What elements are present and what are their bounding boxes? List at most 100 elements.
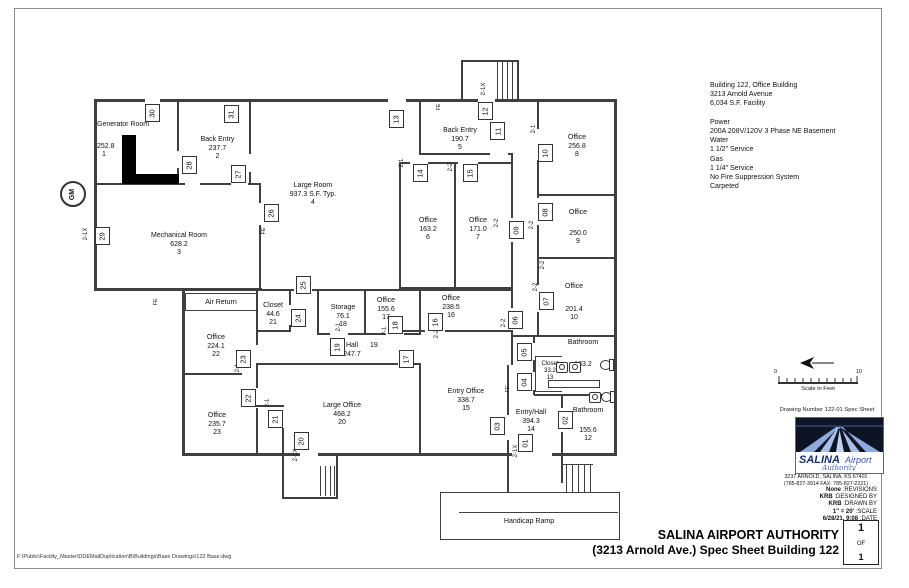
room-name: Generator Room bbox=[97, 121, 150, 128]
revisions-block: None :REVISIONS KRB :DESIGNED BY KRB :DR… bbox=[730, 487, 877, 523]
revision-row: None :REVISIONS bbox=[730, 487, 877, 494]
room-number: 18 bbox=[339, 321, 347, 328]
room-number: 1 bbox=[102, 151, 106, 158]
room-name: Bathroom bbox=[572, 407, 604, 414]
stair-line bbox=[562, 464, 593, 465]
room-area: 338.7 bbox=[457, 396, 475, 404]
door-tag-03: 03 bbox=[490, 417, 505, 435]
door-tag-14: 14 bbox=[413, 164, 428, 182]
door-tag-22: 22 bbox=[241, 389, 256, 407]
wall bbox=[94, 288, 262, 291]
room-area: 155.6 bbox=[377, 305, 395, 313]
room-number: 6 bbox=[426, 234, 430, 241]
stair-line bbox=[497, 62, 498, 100]
scale-zero-label: 0 bbox=[774, 369, 778, 375]
wall bbox=[419, 153, 490, 155]
wall bbox=[537, 160, 539, 198]
stair-line bbox=[330, 466, 331, 496]
wall bbox=[419, 363, 421, 455]
room-name: Entry Office bbox=[447, 388, 485, 395]
wall bbox=[507, 365, 509, 415]
revision-value: None bbox=[825, 487, 841, 493]
stair-line bbox=[566, 464, 567, 495]
sink-icon bbox=[556, 362, 568, 373]
revision-row: 1" = 20' :SCALE bbox=[730, 509, 877, 516]
wall bbox=[533, 335, 535, 343]
room-name: Back Entry bbox=[443, 127, 477, 134]
door-tag-number: 02 bbox=[561, 415, 570, 425]
room-area: 937.3 S.F. Typ. bbox=[289, 190, 337, 198]
room-label-storage-18: Storage 76.1 18 bbox=[321, 304, 365, 330]
wall bbox=[399, 287, 513, 289]
door-tag-number: 15 bbox=[466, 168, 475, 178]
room-name: Back Entry bbox=[200, 136, 235, 143]
revision-label: :DRAWN BY bbox=[841, 501, 877, 508]
door-tag-24: 24 bbox=[291, 309, 306, 327]
wall bbox=[399, 330, 425, 332]
room-label-office-10: Office 201.4 10 bbox=[550, 283, 598, 323]
room-label-office-22: Office 224.1 22 bbox=[194, 334, 238, 360]
door-tag-21: 21 bbox=[268, 410, 283, 428]
toilet-tank-icon bbox=[609, 359, 614, 371]
stair-line bbox=[584, 464, 585, 495]
wall bbox=[512, 335, 616, 337]
room-number: 10 bbox=[570, 314, 578, 321]
door-tag-number: 11 bbox=[492, 127, 502, 135]
stair-line bbox=[572, 464, 573, 495]
stair-line bbox=[325, 466, 326, 496]
room-name: Office bbox=[468, 217, 488, 224]
gas-meter-icon: GM bbox=[60, 181, 86, 207]
revision-value: 1" = 20' bbox=[832, 508, 854, 515]
wall bbox=[511, 332, 513, 365]
room-label-hall-19: Hall 247.7 bbox=[334, 342, 370, 359]
wall bbox=[248, 183, 261, 185]
info-line: 1 1/4" Service bbox=[710, 164, 754, 172]
room-name: Hall bbox=[345, 342, 359, 349]
room-area: 133.2 bbox=[574, 360, 592, 368]
stair-line bbox=[590, 464, 591, 495]
wall bbox=[317, 333, 330, 335]
airport-logo-image: SALINA Airport Authority bbox=[796, 418, 883, 472]
sheet-border bbox=[14, 8, 882, 569]
room-area: 394.3 bbox=[522, 417, 540, 425]
door-tag-02: 02 bbox=[558, 411, 573, 429]
wall bbox=[256, 363, 398, 365]
fire-extinguisher-icon: FE bbox=[153, 298, 159, 306]
sheet-title-line1: SALINA AIRPORT AUTHORITY bbox=[657, 528, 839, 542]
info-line: 6,034 S.F. Facility bbox=[710, 100, 766, 108]
wall bbox=[537, 194, 616, 196]
info-line: 1 1/2" Service bbox=[710, 146, 754, 154]
stair-line bbox=[502, 62, 503, 100]
info-line bbox=[710, 109, 835, 118]
door-tag-number: 14 bbox=[416, 168, 425, 178]
stair-line bbox=[507, 62, 508, 100]
door-tag-26: 26 bbox=[264, 204, 279, 222]
wall bbox=[259, 183, 261, 203]
door-tag-06: 06 bbox=[508, 311, 523, 329]
room-label-bathroom-11: Bathroom 133.2 bbox=[556, 339, 610, 369]
stair-line bbox=[578, 464, 579, 495]
wall bbox=[535, 356, 536, 392]
room-area: 237.7 bbox=[208, 144, 227, 152]
room-area: 33.2 bbox=[544, 368, 556, 374]
wall bbox=[256, 408, 258, 455]
door-tag-number: 12 bbox=[481, 106, 490, 116]
logo-authority-text: Authority bbox=[821, 464, 856, 471]
room-label-office-17: Office 155.6 17 bbox=[364, 297, 408, 323]
door-tag-23: 23 bbox=[236, 350, 251, 368]
door-tag-01: 01 bbox=[518, 434, 533, 452]
wall bbox=[348, 333, 365, 335]
room-name: Office bbox=[564, 283, 584, 290]
door-tag-17: 17 bbox=[399, 350, 414, 368]
door-tag-30: 30 bbox=[145, 104, 160, 122]
file-path: F:\Public\Facility_Master\DDEMailDuplica… bbox=[17, 554, 232, 560]
wall bbox=[445, 330, 513, 332]
door-tag-number: 13 bbox=[392, 114, 401, 124]
room-number: 21 bbox=[269, 319, 277, 326]
wall bbox=[535, 391, 562, 392]
door-tag-20: 20 bbox=[294, 432, 309, 450]
room-name: Bathroom bbox=[567, 339, 599, 346]
room-number: 13 bbox=[546, 375, 554, 381]
wall bbox=[160, 99, 388, 102]
